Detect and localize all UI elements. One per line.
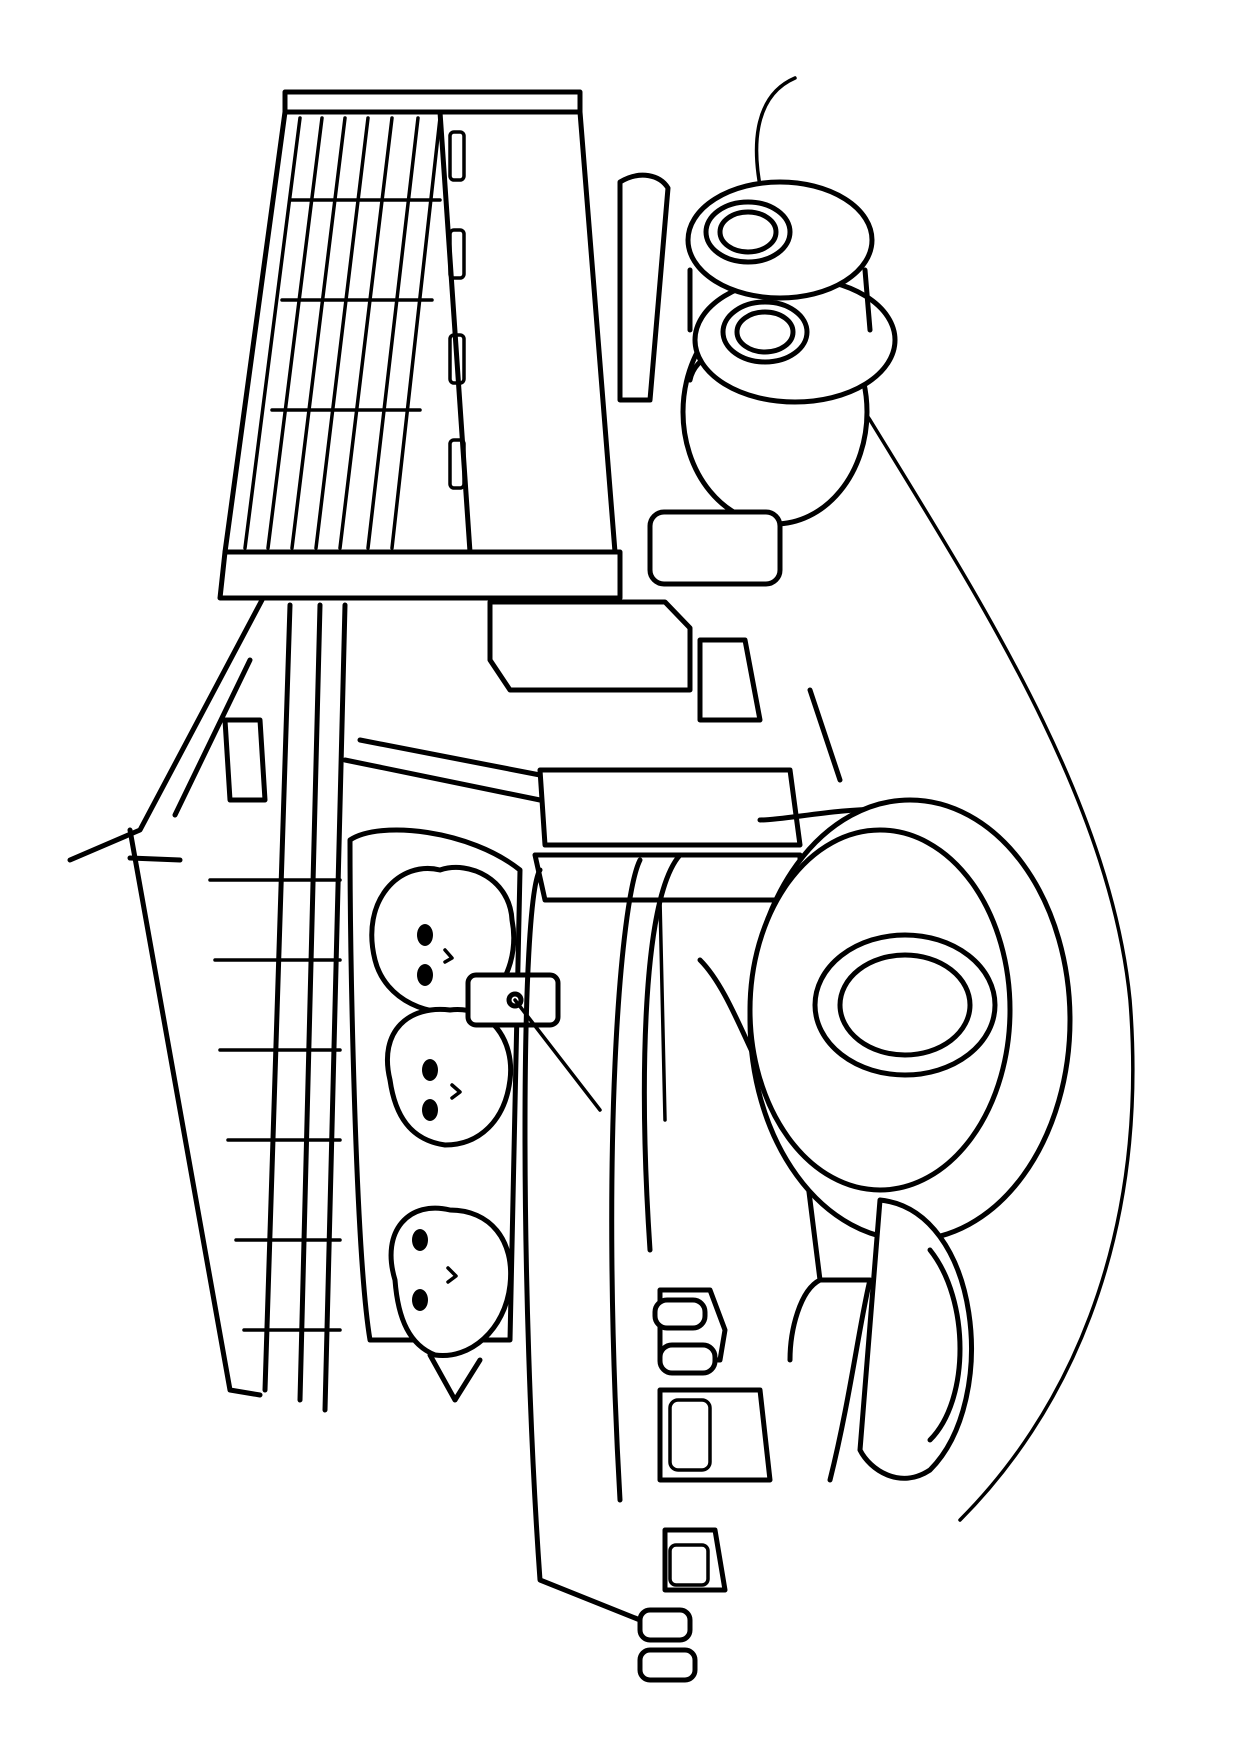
cat-3 bbox=[388, 1205, 514, 1403]
cargo-bed bbox=[217, 89, 623, 601]
windshield bbox=[347, 827, 523, 1343]
headlights bbox=[637, 1287, 773, 1683]
cab-frame bbox=[67, 597, 543, 1413]
front-wheel bbox=[747, 797, 1073, 1243]
cat-2 bbox=[385, 1006, 514, 1148]
side-mirror bbox=[465, 972, 602, 1112]
cat-1-eye bbox=[417, 924, 433, 946]
lower-wheel bbox=[857, 1197, 974, 1481]
rear-wheels bbox=[617, 172, 898, 527]
chassis-blocks bbox=[487, 509, 843, 848]
